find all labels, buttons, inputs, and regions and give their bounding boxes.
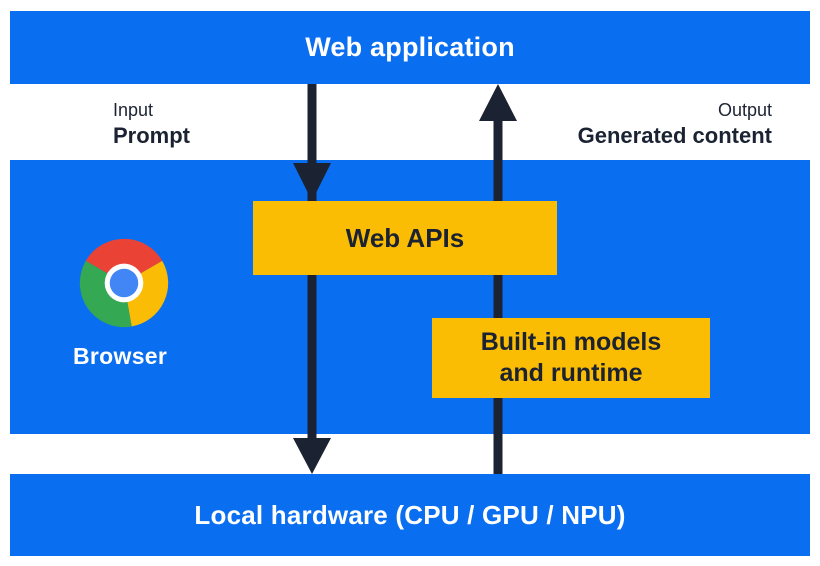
down-arrowhead-icon	[293, 438, 331, 474]
builtin-models-label-line2: and runtime	[499, 359, 643, 387]
web-application-bar: Web application	[10, 11, 810, 84]
web-application-label: Web application	[305, 32, 515, 62]
input-caption: Input	[113, 100, 154, 120]
generated-content-label: Generated content	[577, 123, 772, 148]
browser-label: Browser	[73, 343, 168, 369]
builtin-models-label-line1: Built-in models	[480, 328, 662, 356]
builtin-models-box: Built-in models and runtime	[432, 318, 710, 398]
web-apis-box: Web APIs	[253, 201, 557, 275]
web-apis-label: Web APIs	[345, 222, 465, 253]
local-hardware-bar: Local hardware (CPU / GPU / NPU)	[10, 474, 810, 556]
chrome-logo-icon	[79, 238, 169, 328]
output-flow-labels: Output Generated content	[578, 99, 772, 150]
input-flow-labels: Input Prompt	[113, 99, 190, 150]
prompt-label: Prompt	[113, 123, 190, 148]
up-arrowhead-icon	[479, 84, 517, 121]
local-hardware-label: Local hardware (CPU / GPU / NPU)	[194, 500, 626, 530]
output-caption: Output	[717, 100, 772, 120]
